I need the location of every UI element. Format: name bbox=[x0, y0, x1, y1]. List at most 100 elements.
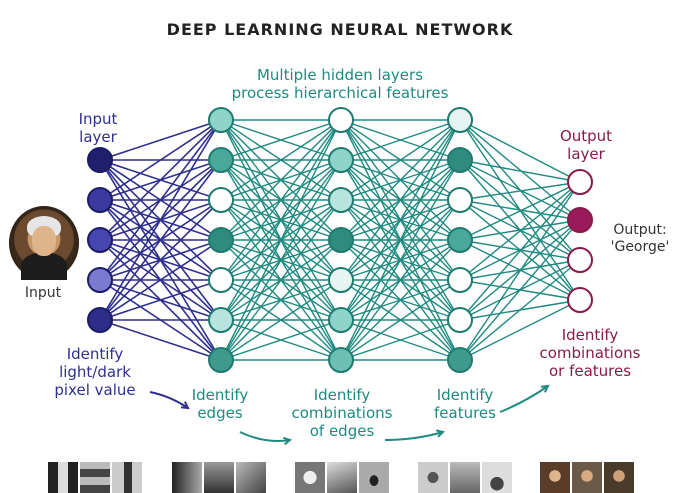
arrow-combos-to-features-head bbox=[435, 429, 446, 438]
input-layer-label: Input layer bbox=[68, 110, 128, 146]
edge-hidden3-output bbox=[459, 159, 581, 221]
hidden2-node-7 bbox=[328, 347, 354, 373]
edge-hidden3-output bbox=[459, 119, 581, 221]
caption-input-line2: light/dark bbox=[59, 363, 131, 381]
edge-hidden2-hidden3 bbox=[340, 119, 461, 241]
arrow-combos-to-features bbox=[384, 431, 444, 441]
feature-strip-faces bbox=[540, 462, 634, 493]
caption-hidden3-line1: Identify bbox=[436, 386, 494, 404]
edge-hidden1-hidden2 bbox=[220, 119, 342, 201]
output-value-line1: Output: bbox=[613, 222, 667, 238]
hidden1-node-2 bbox=[208, 147, 234, 173]
hidden3-node-2 bbox=[447, 147, 473, 173]
caption-hidden2: Identify combinations of edges bbox=[282, 386, 402, 440]
hidden1-node-4 bbox=[208, 227, 234, 253]
hidden-layers-header: Multiple hidden layers process hierarchi… bbox=[190, 66, 490, 102]
hidden-header-line1: Multiple hidden layers bbox=[256, 66, 424, 84]
edge-hidden3-output bbox=[459, 199, 581, 221]
hidden1-node-1 bbox=[208, 107, 234, 133]
caption-input-line1: Identify bbox=[66, 345, 124, 363]
caption-hidden1-line1: Identify bbox=[191, 386, 249, 404]
edge-input-hidden1 bbox=[99, 119, 222, 321]
arrow-features-to-output-head bbox=[540, 384, 550, 393]
edge-hidden3-output bbox=[459, 181, 581, 361]
edge-hidden2-hidden3 bbox=[340, 279, 461, 361]
edge-hidden2-hidden3 bbox=[340, 119, 461, 321]
hidden2-node-5 bbox=[328, 267, 354, 293]
caption-hidden2-line1: Identify bbox=[313, 386, 371, 404]
caption-output-line2: combinations bbox=[539, 344, 641, 362]
input-node-1 bbox=[87, 147, 113, 173]
edge-hidden1-hidden2 bbox=[220, 119, 342, 241]
edge-hidden1-hidden2 bbox=[220, 239, 342, 361]
input-node-2 bbox=[87, 187, 113, 213]
edge-input-hidden1 bbox=[99, 319, 222, 361]
input-node-4 bbox=[87, 267, 113, 293]
edge-input-hidden1 bbox=[99, 199, 222, 321]
arrow-edges-to-combos bbox=[239, 431, 291, 442]
edge-hidden2-hidden3 bbox=[340, 119, 461, 281]
caption-output-line1: Identify bbox=[561, 326, 619, 344]
hidden3-node-6 bbox=[447, 307, 473, 333]
hidden3-node-1 bbox=[447, 107, 473, 133]
output-layer-line1: Output bbox=[559, 127, 613, 145]
hidden3-node-3 bbox=[447, 187, 473, 213]
hidden-header-line2: process hierarchical features bbox=[231, 84, 449, 102]
edge-hidden2-hidden3 bbox=[340, 119, 461, 201]
caption-hidden2-line2: combinations bbox=[291, 404, 393, 422]
output-node-1 bbox=[567, 169, 593, 195]
hidden1-node-5 bbox=[208, 267, 234, 293]
arrow-input-to-edges bbox=[149, 391, 189, 409]
edge-hidden1-hidden2 bbox=[220, 279, 342, 361]
feature-strip-edges bbox=[172, 462, 266, 493]
hidden3-node-7 bbox=[447, 347, 473, 373]
edge-hidden2-hidden3 bbox=[340, 119, 461, 161]
edge-hidden3-output bbox=[459, 299, 581, 361]
edge-hidden3-output bbox=[459, 181, 581, 201]
output-layer-label: Output layer bbox=[546, 127, 626, 163]
input-node-5 bbox=[87, 307, 113, 333]
edge-hidden2-hidden3 bbox=[340, 159, 461, 361]
portrait-input-image bbox=[9, 206, 79, 280]
hidden2-node-3 bbox=[328, 187, 354, 213]
edge-input-hidden1 bbox=[99, 119, 222, 241]
edge-hidden3-output bbox=[459, 259, 581, 361]
caption-input: Identify light/dark pixel value bbox=[40, 345, 150, 399]
edge-hidden1-hidden2 bbox=[220, 319, 342, 361]
edge-hidden1-hidden2 bbox=[220, 119, 342, 321]
arrow-features-to-output bbox=[499, 385, 549, 413]
arrow-input-to-edges-head bbox=[180, 401, 190, 410]
input-label: Input bbox=[24, 285, 62, 301]
edge-hidden3-output bbox=[459, 159, 581, 183]
hidden1-node-3 bbox=[208, 187, 234, 213]
diagram-title: DEEP LEARNING NEURAL NETWORK bbox=[166, 20, 514, 39]
arrow-edges-to-combos-head bbox=[283, 436, 293, 446]
feature-strip-pixels bbox=[48, 462, 142, 493]
hidden2-node-1 bbox=[328, 107, 354, 133]
hidden3-node-5 bbox=[447, 267, 473, 293]
output-value: Output: 'George' bbox=[600, 222, 680, 256]
input-node-3 bbox=[87, 227, 113, 253]
caption-hidden2-line3: of edges bbox=[309, 422, 375, 440]
edge-hidden3-output bbox=[459, 181, 581, 241]
caption-hidden1: Identify edges bbox=[180, 386, 260, 422]
caption-output: Identify combinations or features bbox=[530, 326, 650, 380]
input-layer-line2: layer bbox=[79, 128, 117, 146]
edge-hidden2-hidden3 bbox=[340, 199, 461, 361]
edge-hidden3-output bbox=[459, 219, 581, 241]
output-node-4 bbox=[567, 287, 593, 313]
hidden2-node-2 bbox=[328, 147, 354, 173]
hidden2-node-4 bbox=[328, 227, 354, 253]
edge-hidden3-output bbox=[459, 181, 581, 321]
edge-input-hidden1 bbox=[99, 239, 222, 321]
edge-hidden2-hidden3 bbox=[340, 319, 461, 361]
hidden1-node-7 bbox=[208, 347, 234, 373]
caption-hidden3-line2: features bbox=[434, 404, 496, 422]
hidden3-node-4 bbox=[447, 227, 473, 253]
caption-output-line3: or features bbox=[548, 362, 632, 380]
edge-hidden1-hidden2 bbox=[220, 119, 342, 281]
edge-hidden1-hidden2 bbox=[220, 199, 342, 361]
input-layer-line1: Input bbox=[78, 110, 118, 128]
